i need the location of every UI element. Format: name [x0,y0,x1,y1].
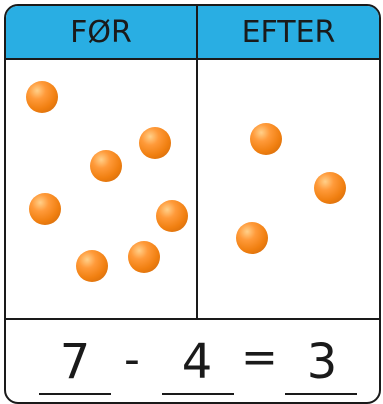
equation-minuend: 7 [59,334,91,390]
column-divider [196,6,198,320]
ball [128,241,160,273]
worksheet-card: FØR EFTER 7 - 4 = 3 [4,4,381,404]
ball [90,150,122,182]
ball [236,222,268,254]
equation-subtrahend: 4 [181,334,213,390]
ball [250,123,282,155]
ball [76,250,108,282]
answer-blank [285,393,357,395]
ball [26,81,58,113]
answer-blank [39,393,111,395]
equals-sign: = [241,332,278,383]
ball [156,200,188,232]
ball [139,127,171,159]
ball [29,193,61,225]
after-header: EFTER [241,14,336,50]
row-divider [6,318,379,320]
ball [314,172,346,204]
answer-blank [162,393,234,395]
equation-result: 3 [306,334,338,390]
minus-sign: - [124,334,140,385]
header-bar: FØR EFTER [6,6,379,60]
before-header: FØR [70,14,132,50]
equation-row: 7 - 4 = 3 [6,320,379,402]
